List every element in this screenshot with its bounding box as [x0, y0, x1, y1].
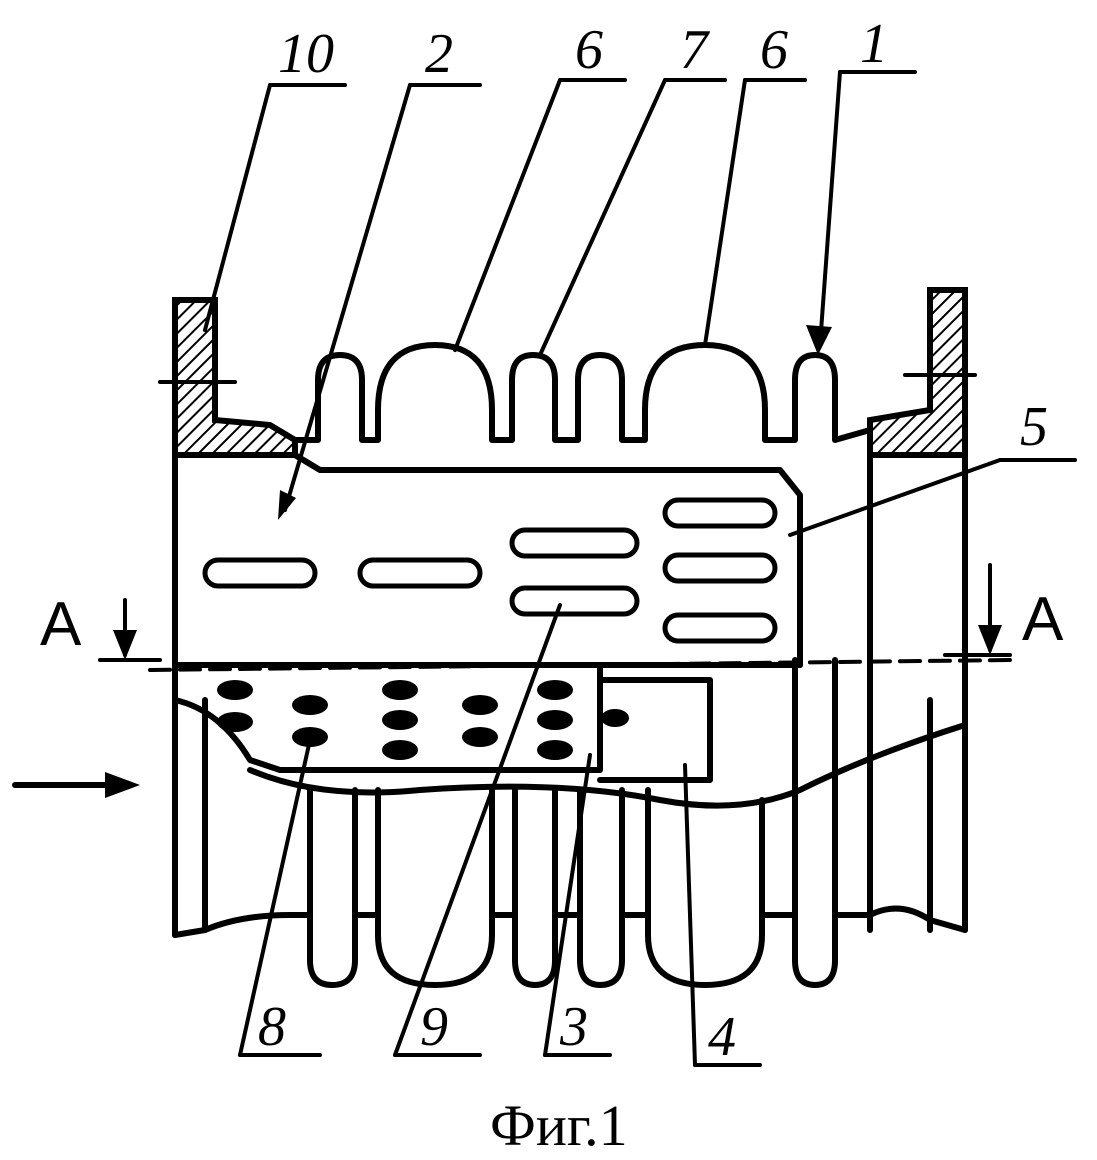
- flow-arrow: [15, 772, 140, 798]
- callout-8: 8: [258, 996, 286, 1058]
- figure-caption: Фиг.1: [490, 1093, 628, 1158]
- sleeve-slots: [205, 500, 775, 641]
- callout-6-left: 6: [575, 19, 603, 81]
- section-label-left: A: [40, 590, 82, 659]
- callout-3: 3: [559, 996, 588, 1058]
- perforated-insert: [175, 665, 710, 780]
- bellows-upper: [295, 345, 870, 440]
- callout-6-right: 6: [760, 19, 788, 81]
- callout-1: 1: [860, 13, 888, 75]
- callout-7: 7: [680, 19, 710, 81]
- callout-10: 10: [278, 23, 334, 85]
- callout-9: 9: [420, 996, 448, 1058]
- callout-5: 5: [1020, 396, 1048, 458]
- section-marks: A A: [40, 565, 1064, 670]
- section-label-right: A: [1022, 585, 1064, 654]
- left-flange: [160, 300, 295, 455]
- callout-4: 4: [708, 1006, 736, 1068]
- callout-2: 2: [425, 23, 453, 85]
- right-flange: [870, 290, 975, 455]
